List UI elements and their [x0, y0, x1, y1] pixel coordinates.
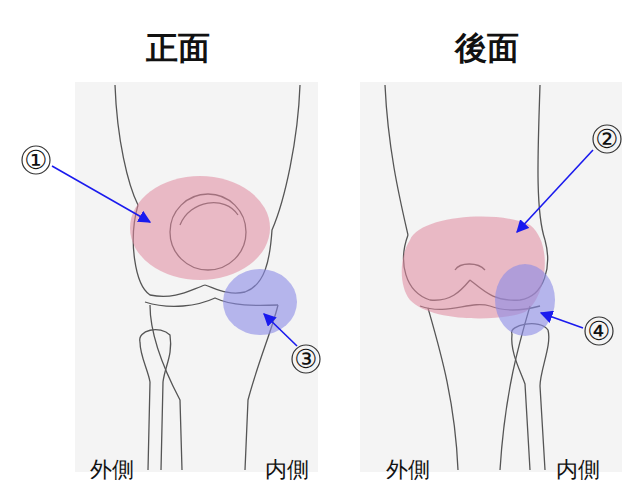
callout-number: ② [595, 126, 618, 152]
callout-circle [585, 317, 613, 345]
front-panel [75, 82, 318, 472]
callout-number: ① [24, 147, 47, 173]
callout-circle [292, 345, 320, 373]
view-title: 正面 [146, 32, 210, 64]
side-label: 外側 [90, 459, 134, 481]
callout-circle [593, 125, 621, 153]
pain-region [130, 176, 270, 280]
view-title: 後面 [455, 32, 519, 64]
callout-number: ④ [587, 318, 610, 344]
pain-region [495, 264, 555, 336]
pain-region [223, 269, 297, 335]
side-label: 外側 [386, 459, 430, 481]
callout-number: ③ [294, 346, 317, 372]
leader-arrow [541, 313, 583, 328]
back-panel [360, 82, 622, 472]
leader-arrow [517, 150, 593, 232]
leader-arrow [264, 314, 297, 346]
front-knee-bones [115, 85, 300, 470]
side-label: 内側 [265, 459, 309, 481]
callout-circle [22, 146, 50, 174]
side-label: 内側 [556, 459, 600, 481]
leader-arrow [52, 166, 150, 222]
